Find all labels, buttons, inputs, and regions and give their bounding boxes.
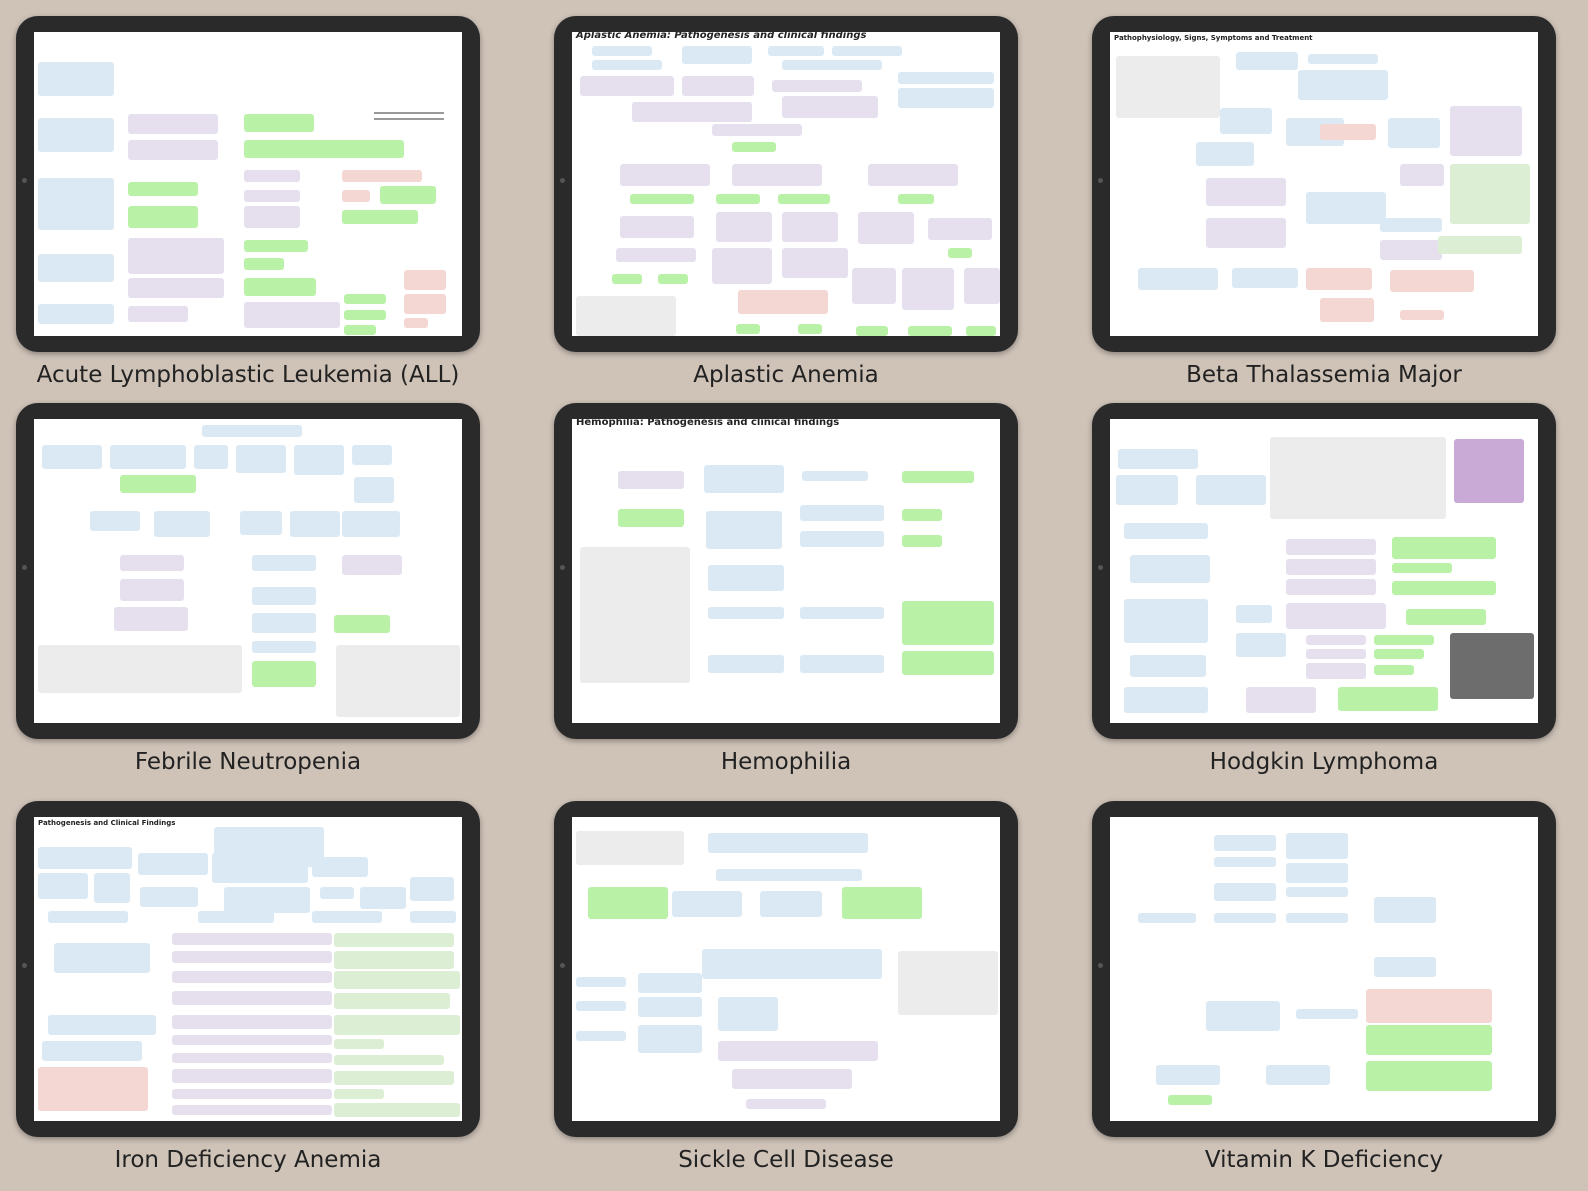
card-label: Sickle Cell Disease — [678, 1147, 894, 1173]
camera-icon — [560, 963, 565, 968]
card-label: Hemophilia — [720, 749, 852, 775]
tablet-screen[interactable] — [34, 32, 462, 336]
tablet-frame — [16, 403, 480, 739]
tablet-frame: Hemophilia: Pathogenesis and clinical fi… — [554, 403, 1018, 739]
tablet-frame — [1092, 403, 1556, 739]
card-label: Iron Deficiency Anemia — [114, 1147, 382, 1173]
camera-icon — [22, 963, 27, 968]
camera-icon — [1098, 565, 1103, 570]
card-label: Acute Lymphoblastic Leukemia (ALL) — [36, 362, 460, 388]
tablet-frame: Pathogenesis and Clinical Findings — [16, 801, 480, 1137]
card-label: Vitamin K Deficiency — [1204, 1147, 1444, 1173]
tablet-screen[interactable]: Pathophysiology, Signs, Symptoms and Tre… — [1110, 32, 1538, 336]
tablet-frame — [1092, 801, 1556, 1137]
camera-icon — [1098, 963, 1103, 968]
tablet-frame: Aplastic Anemia: Pathogenesis and clinic… — [554, 16, 1018, 352]
screen-title: Aplastic Anemia: Pathogenesis and clinic… — [576, 32, 867, 41]
tablet-screen[interactable] — [1110, 817, 1538, 1121]
screen-title: Hemophilia: Pathogenesis and clinical fi… — [576, 419, 840, 428]
card-sickle-cell-disease[interactable]: Sickle Cell Disease — [554, 801, 1018, 1173]
tablet-frame: Pathophysiology, Signs, Symptoms and Tre… — [1092, 16, 1556, 352]
tablet-screen[interactable]: Aplastic Anemia: Pathogenesis and clinic… — [572, 32, 1000, 336]
card-vitamin-k-deficiency[interactable]: Vitamin K Deficiency — [1092, 801, 1556, 1173]
card-beta-thalassemia[interactable]: Pathophysiology, Signs, Symptoms and Tre… — [1092, 16, 1556, 388]
tablet-screen[interactable] — [1110, 419, 1538, 723]
tablet-frame — [16, 16, 480, 352]
tablet-screen[interactable]: Hemophilia: Pathogenesis and clinical fi… — [572, 419, 1000, 723]
card-aplastic-anemia[interactable]: Aplastic Anemia: Pathogenesis and clinic… — [554, 16, 1018, 388]
tablet-screen[interactable] — [572, 817, 1000, 1121]
camera-icon — [560, 178, 565, 183]
screen-title: Pathogenesis and Clinical Findings — [38, 819, 176, 827]
card-hemophilia[interactable]: Hemophilia: Pathogenesis and clinical fi… — [554, 403, 1018, 775]
card-label: Febrile Neutropenia — [134, 749, 362, 775]
card-label: Hodgkin Lymphoma — [1209, 749, 1439, 775]
camera-icon — [22, 565, 27, 570]
card-febrile-neutropenia[interactable]: Febrile Neutropenia — [16, 403, 480, 775]
tablet-screen[interactable] — [34, 419, 462, 723]
card-iron-deficiency-anemia[interactable]: Pathogenesis and Clinical Findings — [16, 801, 480, 1173]
camera-icon — [22, 178, 27, 183]
screen-title: Pathophysiology, Signs, Symptoms and Tre… — [1114, 34, 1313, 42]
card-all[interactable]: Acute Lymphoblastic Leukemia (ALL) — [16, 16, 480, 388]
camera-icon — [560, 565, 565, 570]
tablet-screen[interactable]: Pathogenesis and Clinical Findings — [34, 817, 462, 1121]
tablet-frame — [554, 801, 1018, 1137]
card-label: Aplastic Anemia — [693, 362, 879, 388]
card-label: Beta Thalassemia Major — [1186, 362, 1462, 388]
camera-icon — [1098, 178, 1103, 183]
card-hodgkin-lymphoma[interactable]: Hodgkin Lymphoma — [1092, 403, 1556, 775]
